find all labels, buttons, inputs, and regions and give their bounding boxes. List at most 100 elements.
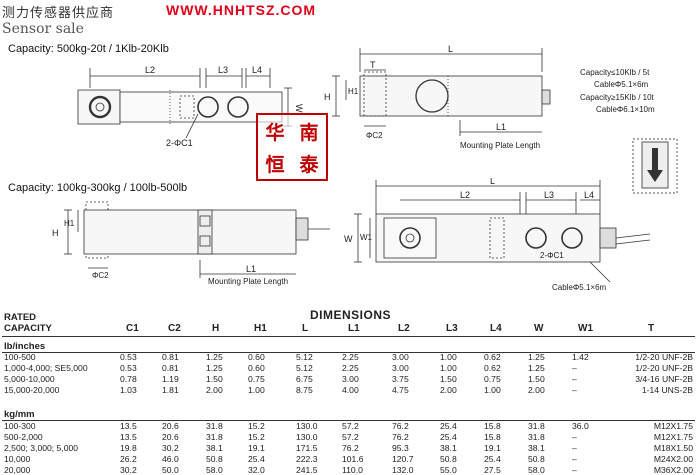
value-cell: 25.4 bbox=[484, 454, 501, 464]
value-cell: 0.62 bbox=[484, 363, 501, 373]
diagram4-drawing: L L2 L3 L4 W W1 2-ΦC1 CableΦ5.1×6m bbox=[344, 178, 651, 292]
value-cell: 8.75 bbox=[296, 385, 313, 395]
stamp-char-3: 恒 bbox=[265, 153, 285, 176]
value-cell: 57.2 bbox=[342, 421, 359, 431]
section-header: kg/mm bbox=[4, 409, 35, 420]
value-cell: 13.5 bbox=[120, 432, 137, 442]
value-cell: 31.8 bbox=[206, 432, 223, 442]
header-english-text: Sensor sale bbox=[2, 21, 84, 37]
value-cell: 3.00 bbox=[392, 363, 409, 373]
capacity-cell: 1,000-4,000; SE5,000 bbox=[4, 363, 88, 373]
value-cell: 19.8 bbox=[120, 443, 137, 453]
value-cell: M18X1.50 bbox=[653, 443, 693, 453]
diagram1-c1-label: 2-ΦC1 bbox=[166, 138, 193, 148]
value-cell: 1.00 bbox=[440, 363, 457, 373]
diagram1-l4-label: L4 bbox=[252, 65, 262, 75]
diagram2-h1-label: H1 bbox=[348, 87, 359, 96]
diagram4-c1-label: 2-ΦC1 bbox=[540, 251, 564, 260]
diagram1-drawing: L2 L3 L4 W 2-ΦC1 bbox=[77, 65, 304, 148]
value-cell: M12X1.75 bbox=[653, 421, 693, 431]
value-cell: 15.8 bbox=[484, 432, 501, 442]
diagram4-l4-label: L4 bbox=[584, 190, 594, 200]
column-header-l: L bbox=[302, 323, 309, 334]
column-header-h1: H1 bbox=[254, 323, 267, 334]
value-cell: 19.1 bbox=[248, 443, 265, 453]
column-header-c1: C1 bbox=[126, 323, 139, 334]
cable-note-1: Capacity≤10Klb / 5t bbox=[580, 68, 650, 77]
value-cell: 120.7 bbox=[392, 454, 414, 464]
value-cell: 31.8 bbox=[528, 432, 545, 442]
table-header-rule bbox=[2, 336, 695, 337]
value-cell: 5.12 bbox=[296, 352, 313, 362]
value-cell: 57.2 bbox=[342, 432, 359, 442]
value-cell: M24X2.00 bbox=[653, 454, 693, 464]
value-cell: 5.12 bbox=[296, 363, 313, 373]
column-header-w: W bbox=[534, 323, 544, 334]
column-header-t: T bbox=[648, 323, 655, 334]
diagram3-capacity: Capacity: 100kg-300kg / 100lb-500lb bbox=[8, 182, 188, 194]
value-cell: 0.53 bbox=[120, 352, 137, 362]
capacity-cell: 5,000-10,000 bbox=[4, 374, 55, 384]
column-header-w1: W1 bbox=[578, 323, 593, 334]
diagram1-l3-label: L3 bbox=[218, 65, 228, 75]
column-header-l4: L4 bbox=[490, 323, 502, 334]
capacity-cell: 100-300 bbox=[4, 421, 36, 431]
value-cell: 1/2-20 UNF-2B bbox=[635, 352, 693, 362]
diagram3-h1-label: H1 bbox=[64, 219, 75, 228]
diagram2-t-label: T bbox=[370, 60, 376, 70]
value-cell: 1.00 bbox=[248, 385, 265, 395]
value-cell: 76.2 bbox=[392, 432, 409, 442]
value-cell: 4.00 bbox=[342, 385, 359, 395]
capacity-cell: 2,500; 3,000; 5,000 bbox=[4, 443, 79, 453]
value-cell: 0.60 bbox=[248, 363, 265, 373]
value-cell: 38.1 bbox=[440, 443, 457, 453]
value-cell: 0.78 bbox=[120, 374, 137, 384]
value-cell: 3.75 bbox=[392, 374, 409, 384]
value-cell: 1/2-20 UNF-2B bbox=[635, 363, 693, 373]
value-cell: – bbox=[572, 443, 577, 453]
value-cell: 2.00 bbox=[440, 385, 457, 395]
section-rule bbox=[2, 352, 695, 353]
value-cell: 50.8 bbox=[528, 454, 545, 464]
header-chinese-text: 测力传感器供应商 bbox=[2, 6, 115, 21]
value-cell: 0.75 bbox=[484, 374, 501, 384]
stamp-char-4: 泰 bbox=[299, 153, 319, 176]
diagram2-drawing: L T H H1 ΦC2 L1 Mounting Plate Length bbox=[324, 44, 551, 150]
diagram4-l3-label: L3 bbox=[544, 190, 554, 200]
diagram1-w-label: W bbox=[294, 104, 304, 113]
stamp-char-2: 南 bbox=[299, 121, 319, 144]
value-cell: 2.00 bbox=[206, 385, 223, 395]
diagram1-capacity: Capacity: 500kg-20t / 1Klb-20Klb bbox=[8, 43, 169, 55]
value-cell: 1.50 bbox=[528, 374, 545, 384]
value-cell: 46.0 bbox=[162, 454, 179, 464]
table-row: 1,000-4,000; SE5,000 0.53 0.81 1.25 0.60 5.12… bbox=[0, 363, 699, 373]
column-header-l2: L2 bbox=[398, 323, 410, 334]
rated-capacity-header: RATED CAPACITY bbox=[4, 312, 52, 334]
column-header-h: H bbox=[212, 323, 220, 334]
value-cell: 101.6 bbox=[342, 454, 364, 464]
section-rule bbox=[2, 420, 695, 421]
value-cell: 30.2 bbox=[162, 443, 179, 453]
value-cell: 0.81 bbox=[162, 363, 179, 373]
value-cell: 1.00 bbox=[440, 352, 457, 362]
value-cell: 1.00 bbox=[484, 385, 501, 395]
rated-label: RATED bbox=[4, 312, 37, 323]
value-cell: 1.25 bbox=[206, 352, 223, 362]
value-cell: 2.00 bbox=[528, 385, 545, 395]
table-title: DIMENSIONS bbox=[310, 308, 392, 322]
value-cell: 1.42 bbox=[572, 352, 589, 362]
value-cell: 3.00 bbox=[392, 352, 409, 362]
value-cell: 0.53 bbox=[120, 363, 137, 373]
capacity-cell: 15,000-20,000 bbox=[4, 385, 60, 395]
value-cell: 4.75 bbox=[392, 385, 409, 395]
value-cell: 1.25 bbox=[528, 363, 545, 373]
value-cell: 15.2 bbox=[248, 421, 265, 431]
capacity-label: CAPACITY bbox=[4, 323, 52, 334]
header-url[interactable]: WWW.HNHTSZ.COM bbox=[166, 2, 317, 18]
